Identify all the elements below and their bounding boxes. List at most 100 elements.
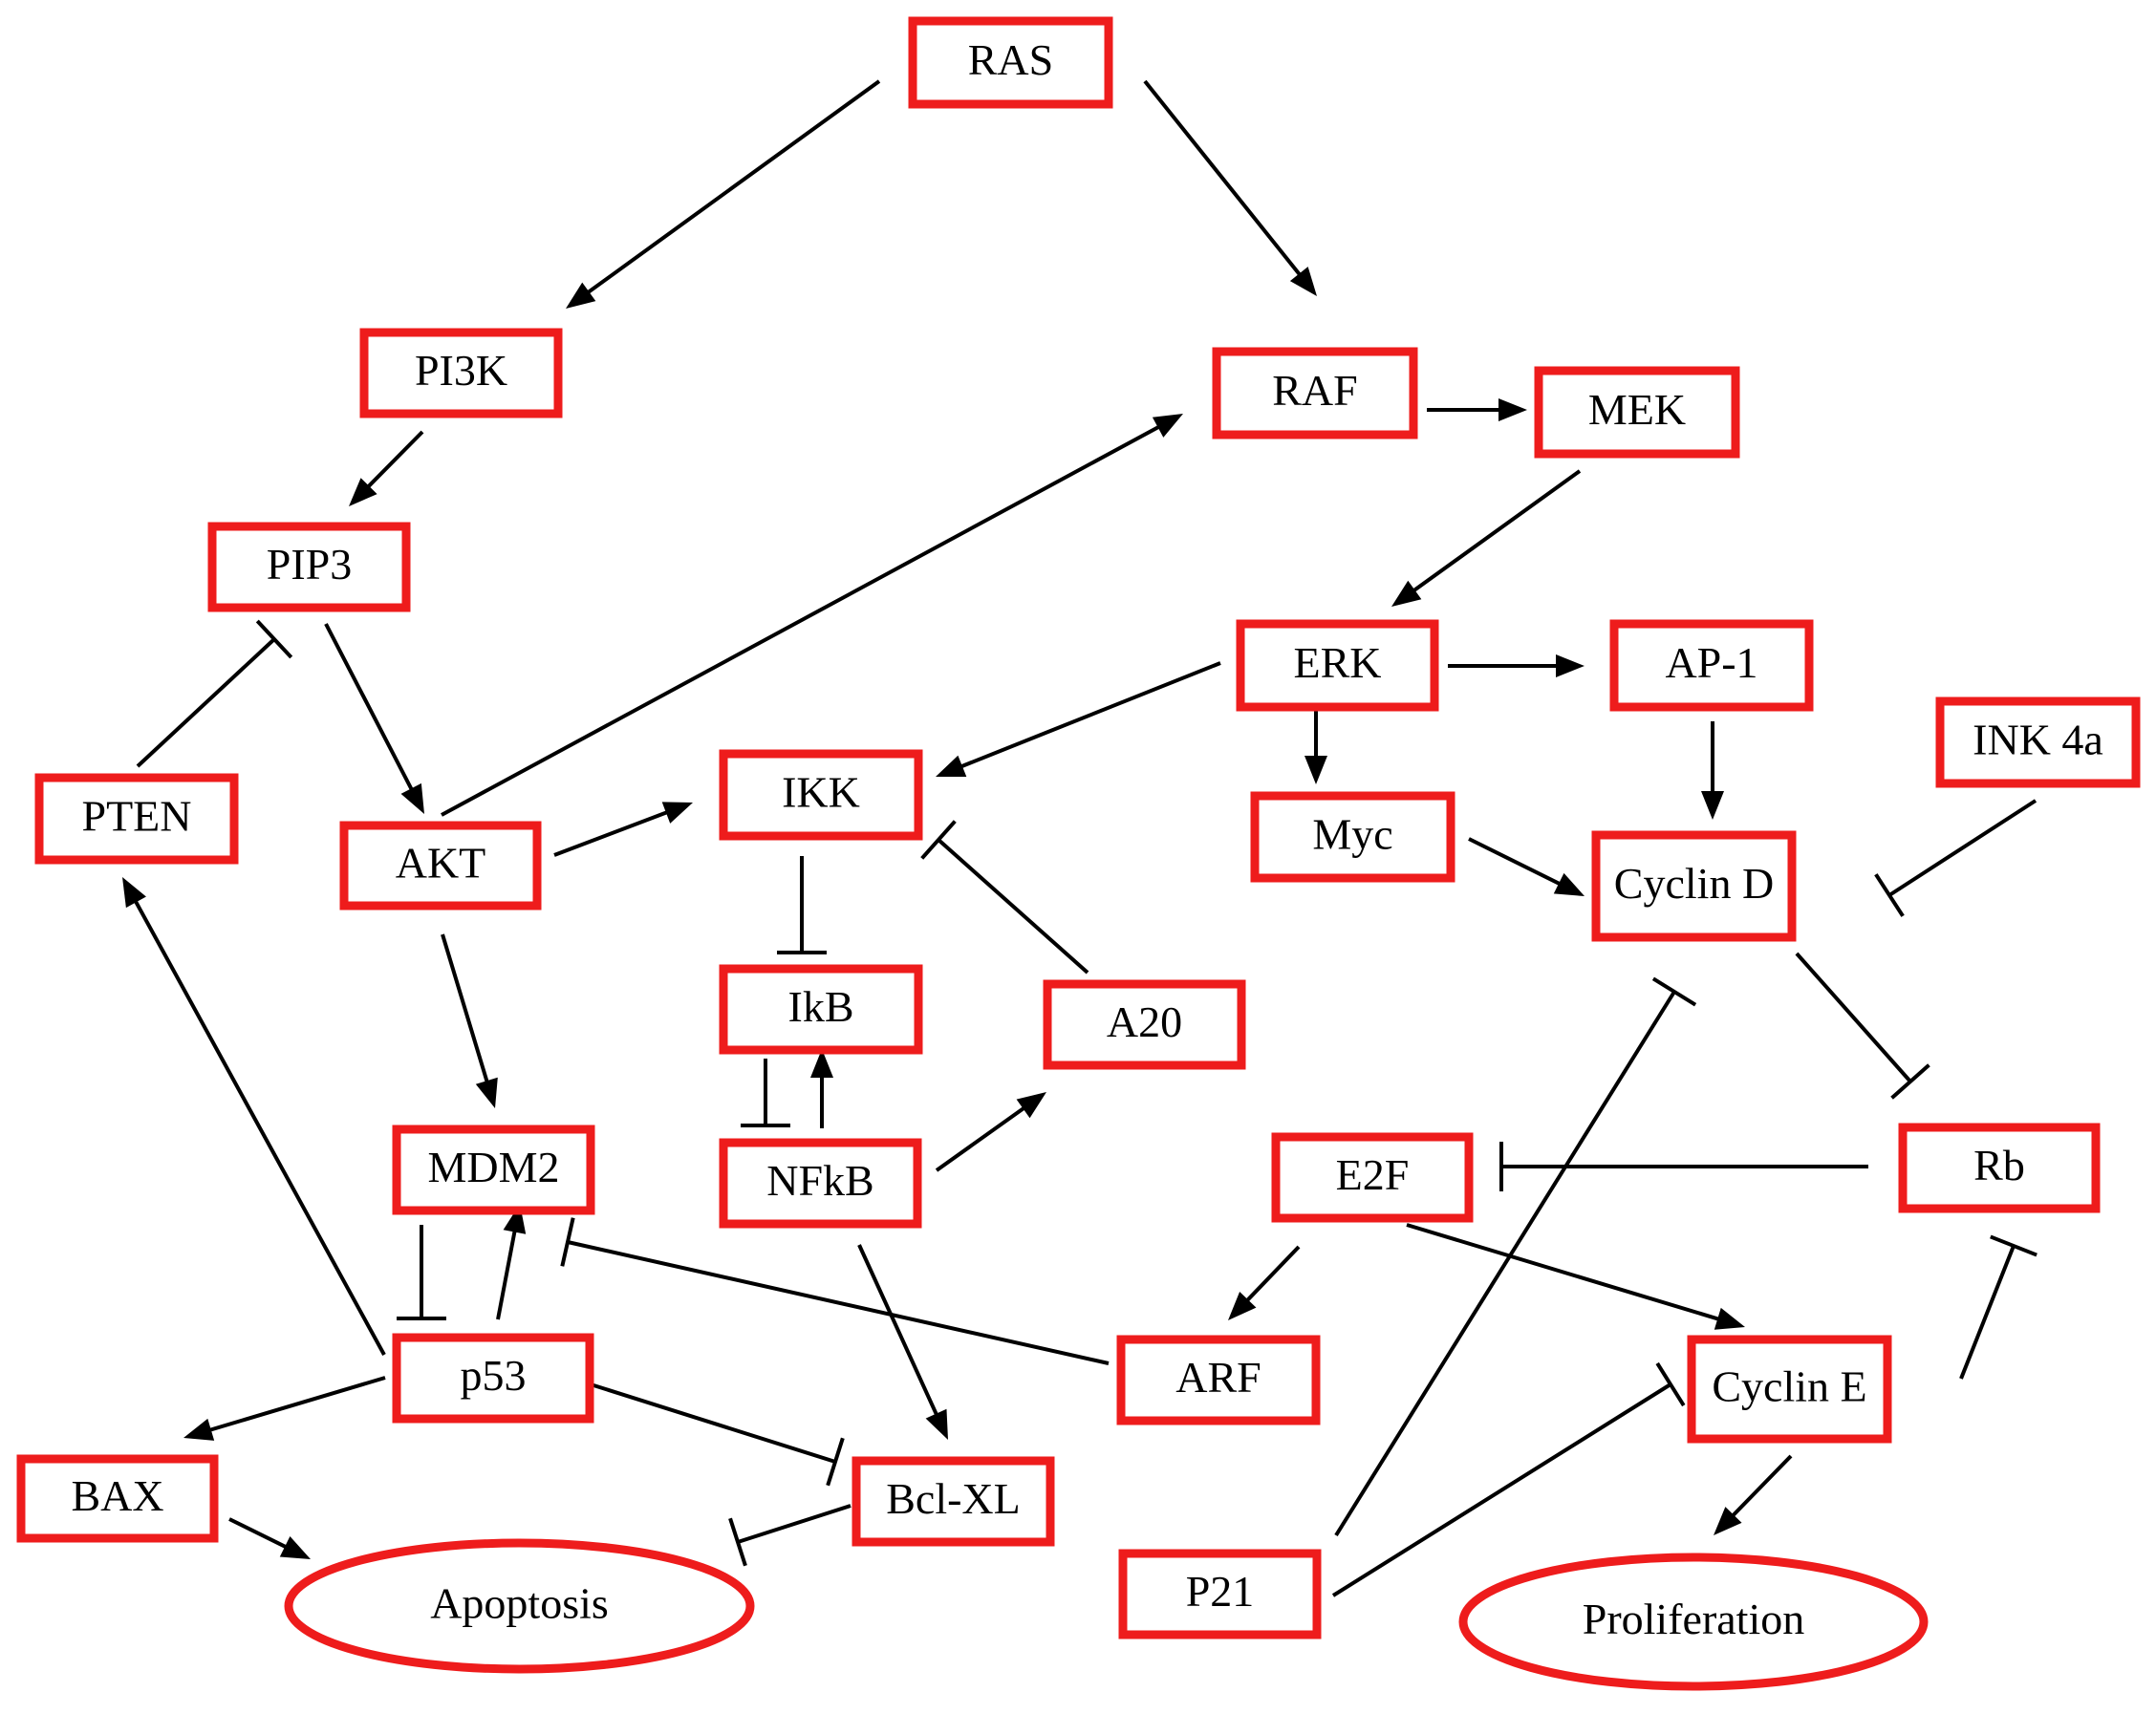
arrow-head (279, 1535, 311, 1559)
edge-line (136, 637, 276, 768)
edge-bclxl-to-apoptosis (728, 1504, 852, 1567)
node-e2f-box (1271, 1132, 1474, 1223)
edge-rb-to-e2f (1499, 1142, 1868, 1191)
edge-line (959, 661, 1221, 769)
node-rb: Rb (1898, 1123, 2101, 1213)
node-arf-label: ARF (1175, 1353, 1261, 1402)
node-bclxl: Bcl-XL (852, 1456, 1055, 1547)
node-cycline: Cyclin E (1687, 1335, 1892, 1444)
inhibition-bar (826, 1437, 845, 1487)
arrow-head (925, 1408, 948, 1440)
edge-pip3-to-akt (324, 623, 424, 814)
node-cycline-box (1687, 1335, 1892, 1444)
node-raf-label: RAF (1272, 366, 1357, 415)
edge-line (1795, 952, 1912, 1083)
node-ras-label: RAS (968, 35, 1053, 84)
edge-line (567, 1240, 1110, 1365)
node-rb-label: Rb (1973, 1141, 2025, 1189)
edge-line (586, 79, 881, 295)
node-akt-label: AKT (396, 839, 486, 888)
edge-nfkb-to-a20 (935, 1092, 1046, 1172)
edge-mek-to-erk (1391, 469, 1582, 607)
inhibition-bar (1651, 976, 1697, 1007)
edge-line (366, 430, 424, 489)
inhibition-bar (560, 1217, 575, 1267)
edge-p53-to-bax (183, 1376, 386, 1441)
arrow-head (1701, 791, 1724, 820)
node-a20-label: A20 (1107, 997, 1182, 1046)
edge-line (441, 933, 489, 1083)
arrow-head (183, 1418, 215, 1441)
node-a20: A20 (1043, 979, 1246, 1070)
arrow-head (1391, 580, 1422, 607)
inhibition-bar (1990, 1234, 2037, 1257)
node-ap1: AP-1 (1609, 619, 1814, 712)
edge-e2f-to-cycline (1406, 1223, 1745, 1330)
node-raf: RAF (1212, 347, 1418, 439)
edge-p21-to-cyclind (1334, 976, 1697, 1537)
edge-ras-to-pi3k (566, 79, 881, 309)
node-nfkb-box (719, 1138, 922, 1229)
node-erk-label: ERK (1294, 638, 1382, 687)
edge-line (737, 1504, 852, 1544)
node-pip3-label: PIP3 (267, 540, 352, 589)
node-a20-box (1043, 979, 1246, 1070)
node-erk: ERK (1236, 619, 1439, 712)
edge-p53-to-pten (122, 877, 386, 1356)
node-cyclind-label: Cyclin D (1614, 859, 1774, 908)
arrow-head (1714, 1507, 1742, 1535)
edge-line (553, 810, 669, 857)
arrow-head (349, 478, 377, 506)
node-cyclind: Cyclin D (1591, 830, 1797, 942)
node-proliferation-label: Proliferation (1583, 1595, 1805, 1643)
arrow-head (1228, 1292, 1257, 1320)
node-pten-label: PTEN (82, 792, 192, 841)
node-ras-box (908, 16, 1113, 109)
edge-cycline-to-proliferation (1714, 1454, 1793, 1535)
node-e2f-label: E2F (1336, 1150, 1410, 1199)
edge-line (208, 1376, 386, 1432)
edge-pi3k-to-pip3 (349, 430, 424, 506)
edge-line (1331, 1382, 1672, 1597)
edge-line (1244, 1245, 1301, 1303)
inhibition-bar (255, 619, 293, 659)
edge-myc-to-cyclind (1468, 837, 1585, 896)
edge-line (496, 1230, 517, 1320)
node-pip3: PIP3 (207, 522, 411, 612)
edge-raf-to-mek (1427, 398, 1527, 421)
node-rb-box (1898, 1123, 2101, 1213)
node-p53-box (392, 1333, 594, 1424)
arrow-head (400, 782, 424, 814)
node-bax-label: BAX (71, 1471, 163, 1520)
arrow-head (1016, 1092, 1046, 1119)
edge-pten-to-pip3 (136, 619, 293, 768)
node-p53-label: p53 (461, 1351, 527, 1400)
node-apoptosis-label: Apoptosis (430, 1579, 609, 1628)
arrow-head (566, 282, 596, 309)
node-pten-box (34, 773, 239, 865)
inhibition-bar (1890, 1063, 1930, 1100)
node-arf-box (1116, 1335, 1321, 1425)
edge-line (228, 1517, 288, 1550)
edge-erk-to-ikk (936, 661, 1221, 778)
edge-e2f-to-arf (1228, 1245, 1301, 1320)
arrow-head (1152, 414, 1183, 438)
arrow-head (1553, 872, 1585, 896)
edge-mdm2-to-p53 (397, 1225, 446, 1320)
edge-bax-to-apoptosis (228, 1517, 311, 1559)
node-p53: p53 (392, 1333, 594, 1424)
node-p21-label: P21 (1186, 1567, 1255, 1616)
edge-nfkb-to-ikb (810, 1049, 833, 1128)
edge-akt-to-mdm2 (441, 933, 498, 1108)
node-cycline-label: Cyclin E (1712, 1362, 1866, 1411)
edge-line (935, 1105, 1026, 1172)
node-p21-box (1118, 1549, 1322, 1639)
edge-cycline-to-rb (1959, 1234, 2037, 1380)
edge-line (1406, 1223, 1720, 1321)
node-pip3-box (207, 522, 411, 612)
node-akt: AKT (339, 821, 542, 911)
edge-arf-to-mdm2 (560, 1217, 1110, 1365)
node-raf-box (1212, 347, 1418, 439)
